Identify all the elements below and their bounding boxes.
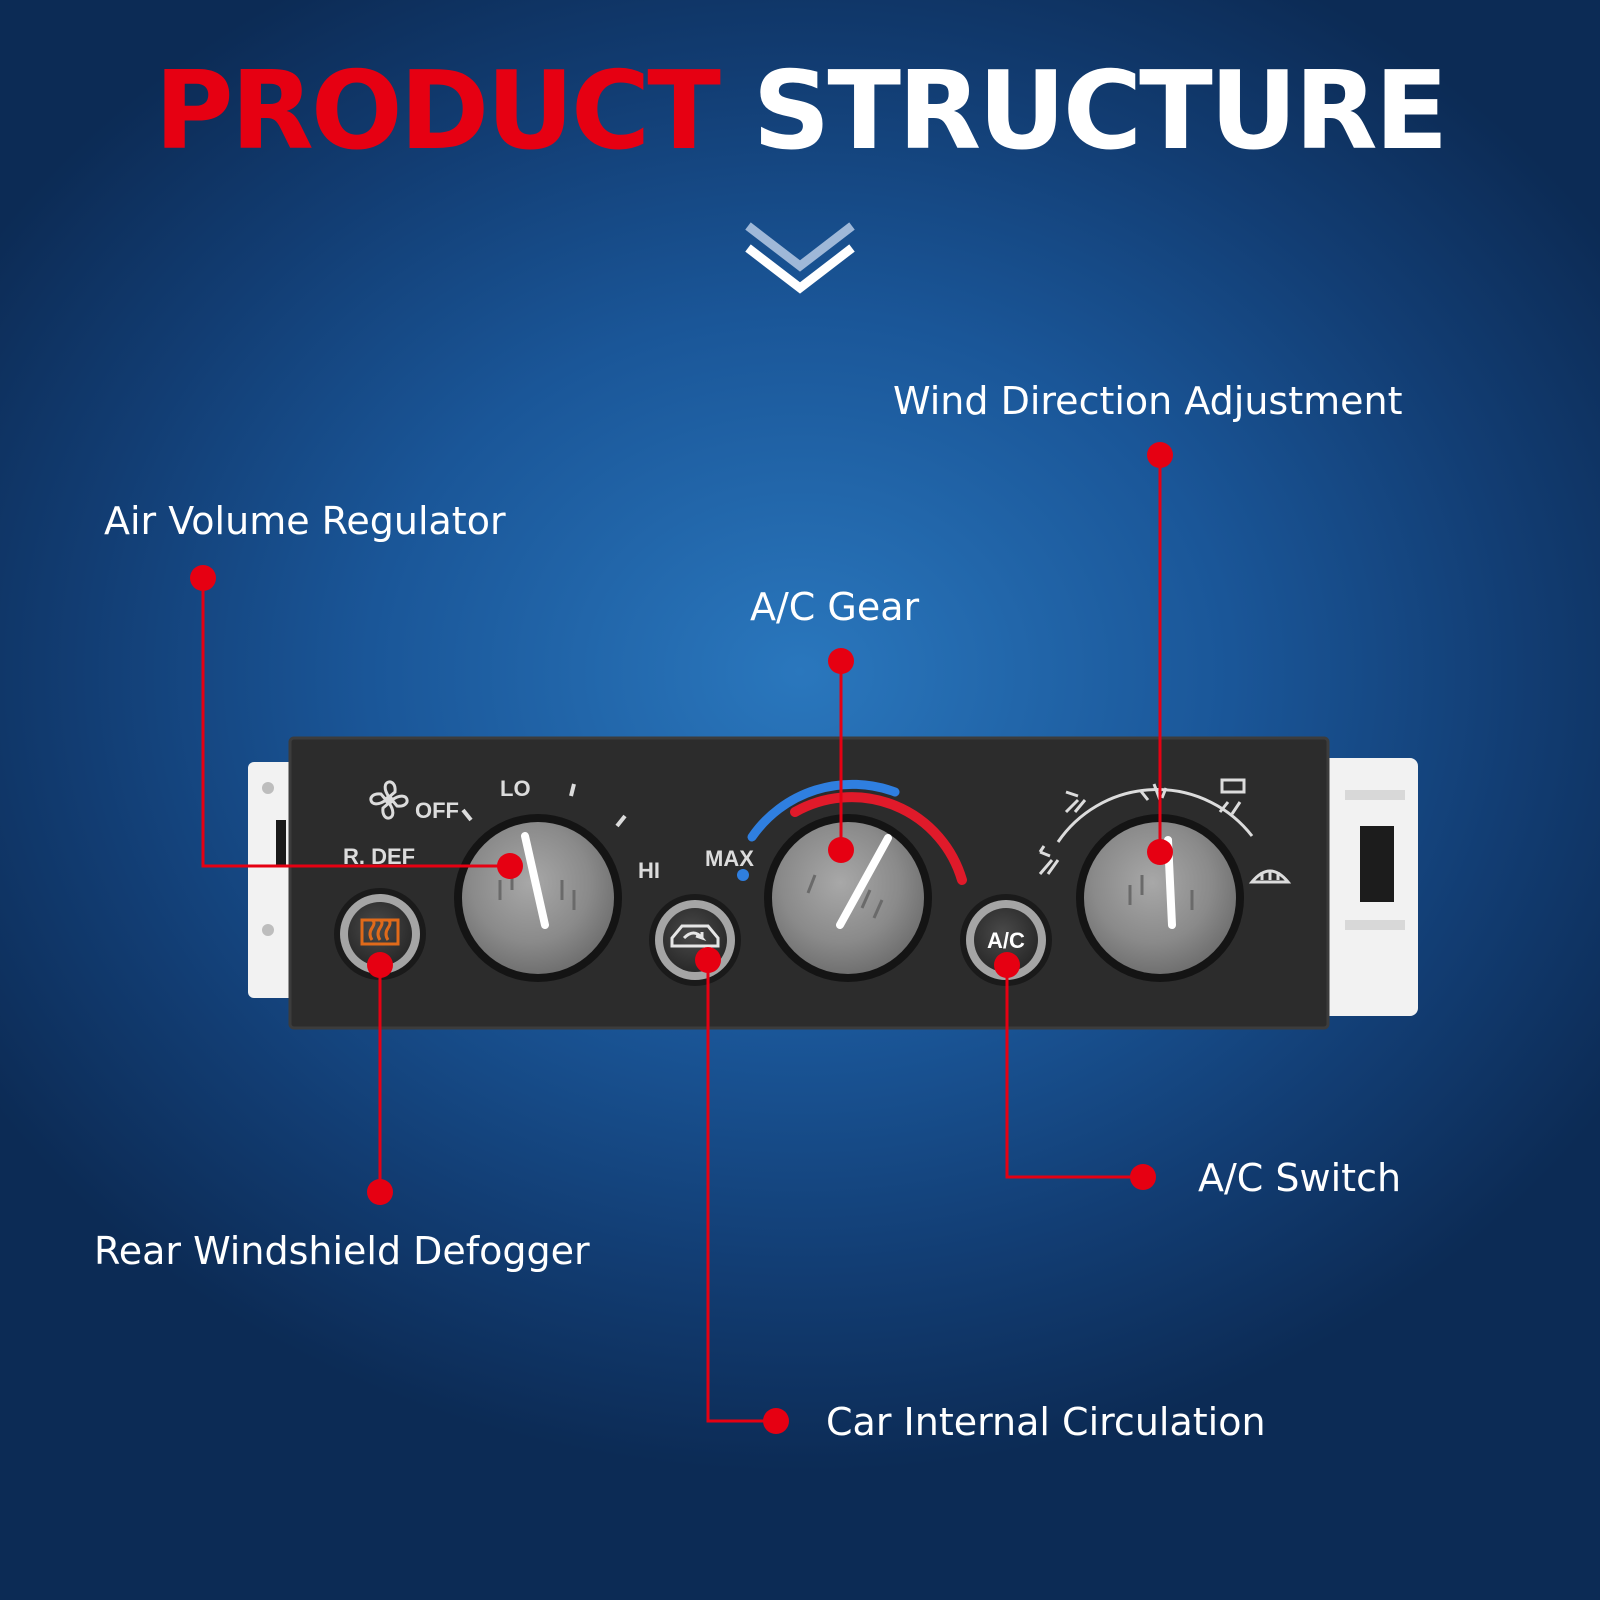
ac-button-label: A/C [987,928,1025,953]
callout-wind-direction: Wind Direction Adjustment [893,379,1403,423]
callout-dot [1147,442,1173,468]
callout-rear-defogger: Rear Windshield Defogger [94,1229,590,1273]
label-lo: LO [500,776,531,801]
vent-mode-icon [1038,845,1060,875]
title-part-structure: STRUCTURE [752,49,1449,174]
label-hi: HI [638,858,660,883]
temperature-hot-arc [790,792,967,885]
callout-dot [763,1408,789,1434]
page-title: PRODUCT STRUCTURE [0,58,1600,166]
temperature-cold-arc [747,779,900,842]
callout-dot [497,853,523,879]
callout-dot [190,565,216,591]
title-part-product: PRODUCT [154,49,721,174]
callout-line-ac-switch [1005,965,1143,1179]
callout-ac-gear: A/C Gear [750,585,920,629]
recirculation-icon [670,924,720,948]
front-defrost-icon [1248,869,1292,884]
callout-dot [994,952,1020,978]
callout-dot [367,952,393,978]
callout-dot [367,1179,393,1205]
rear-defrost-button[interactable] [334,888,426,980]
rear-defrost-icon [360,918,400,946]
fan-icon [369,780,409,820]
callout-line-internal-circulation [706,960,776,1423]
label-off: OFF [415,798,459,823]
ac-button[interactable]: A/C [960,894,1052,986]
callout-dot [1147,839,1173,865]
callout-air-volume: Air Volume Regulator [104,499,506,543]
callout-dot [1130,1164,1156,1190]
callout-internal-circulation: Car Internal Circulation [826,1400,1266,1444]
temperature-knob[interactable] [764,814,932,982]
callout-line-air-volume [201,578,510,868]
chevron-down-icon [745,222,855,294]
callout-dot [828,648,854,674]
bilevel-mode-icon [1064,790,1087,814]
callout-dot [828,837,854,863]
callout-ac-switch: A/C Switch [1198,1156,1402,1200]
callout-dot [695,947,721,973]
label-max: MAX [705,846,754,871]
defrost-floor-icon [1218,778,1246,815]
